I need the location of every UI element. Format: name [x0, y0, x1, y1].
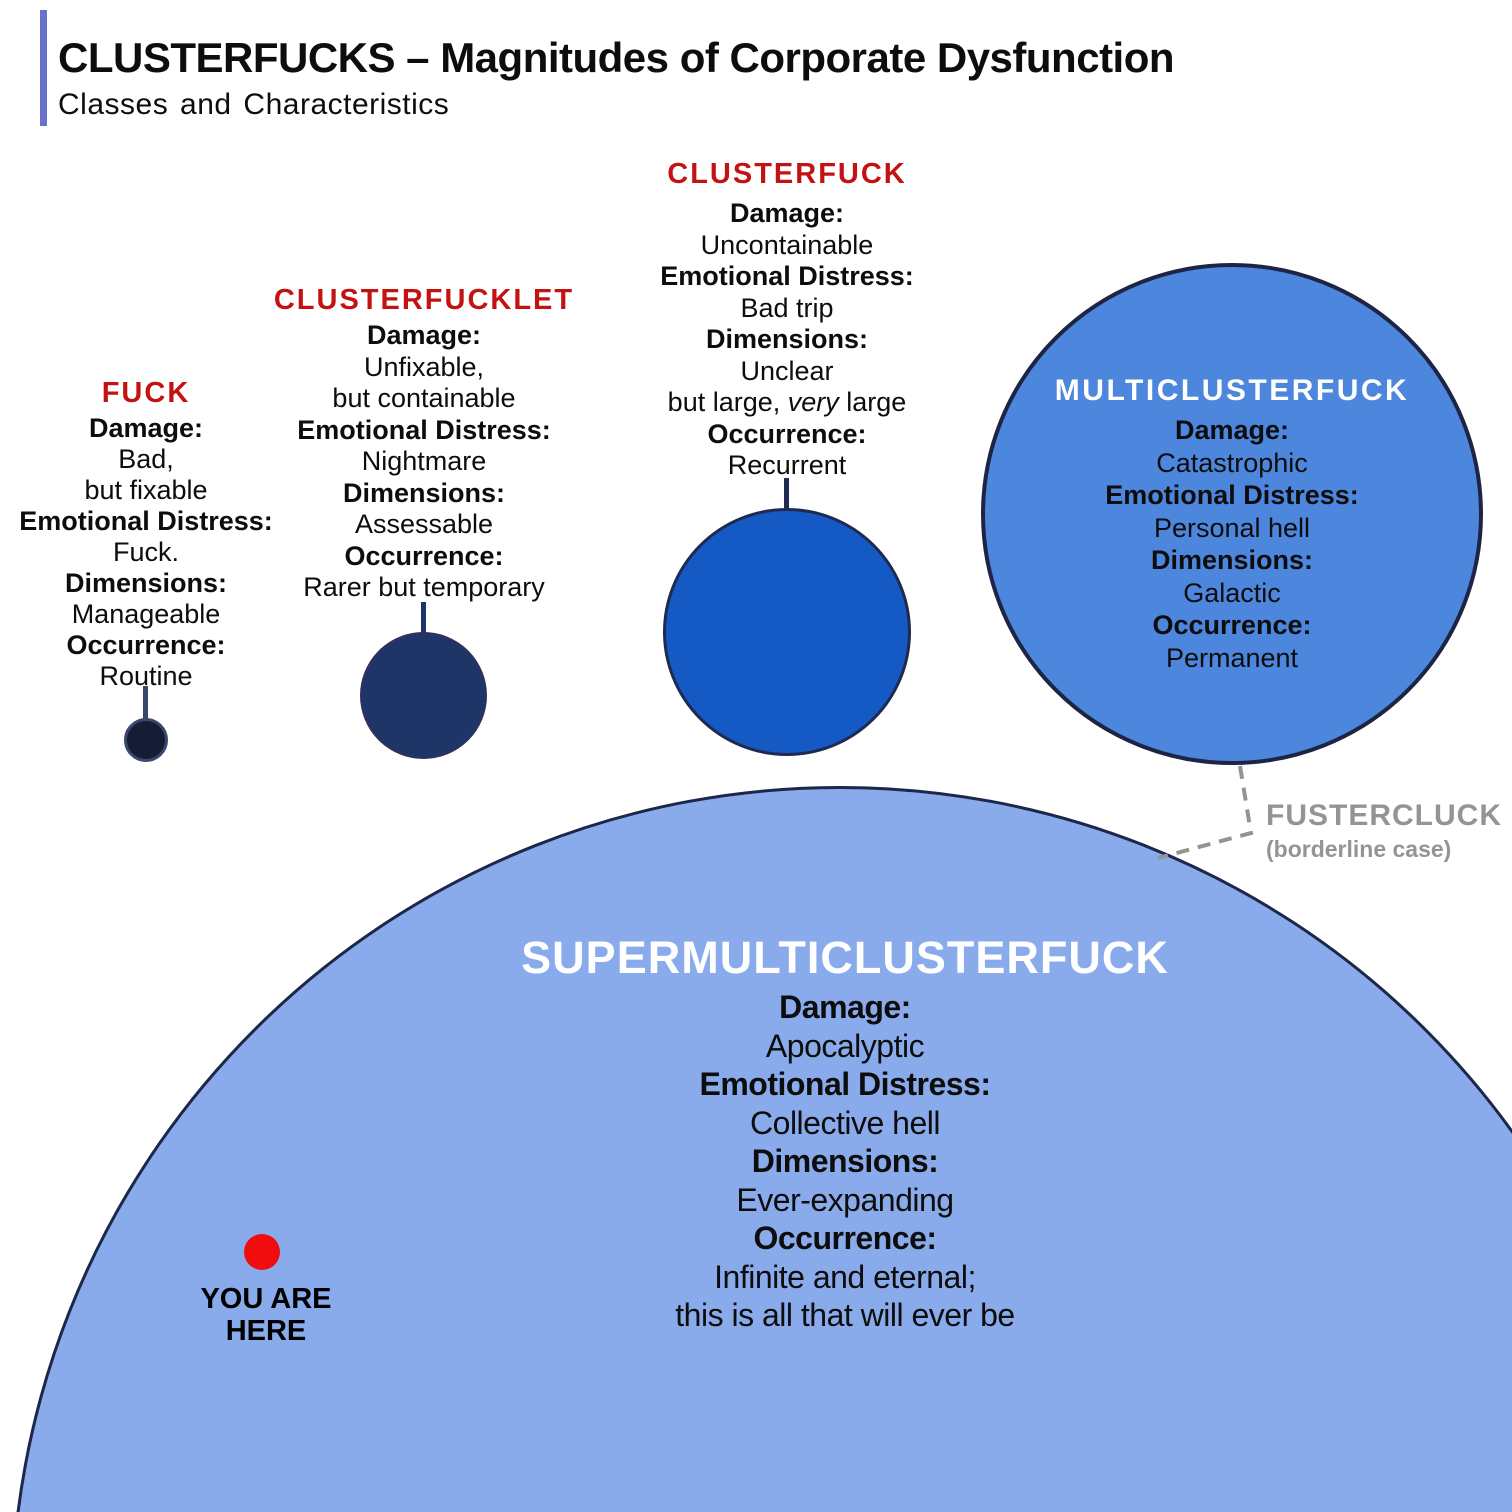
multiclusterfuck-dimensions-value: Galactic — [1183, 577, 1281, 608]
multiclusterfuck-label-block: MULTICLUSTERFUCK Damage: Catastrophic Em… — [1012, 372, 1452, 674]
clusterfucklet-occurrence-label: Occurrence: — [344, 540, 504, 571]
fuck-connector-line — [143, 686, 148, 720]
multiclusterfuck-dimensions-label: Dimensions: — [1150, 545, 1314, 575]
clusterfucklet-label-block: CLUSTERFUCKLET Damage: Unfixable, but co… — [254, 282, 594, 604]
clusterfucklet-connector-line — [421, 602, 426, 634]
clusterfucklet-circle — [360, 632, 487, 759]
fuck-dimensions-value: Manageable — [71, 599, 221, 629]
clusterfuck-distress-label: Emotional Distress: — [660, 261, 914, 291]
fuck-occurrence-label: Occurrence: — [66, 630, 226, 660]
you-are-here-line1: YOU ARE — [200, 1283, 332, 1315]
page-title: CLUSTERFUCKS – Magnitudes of Corporate D… — [58, 34, 1175, 81]
you-are-here-label: YOU ARE HERE — [166, 1283, 366, 1347]
fustercluck-note: (borderline case) — [1266, 836, 1452, 862]
supermulticlusterfuck-dimensions-label: Dimensions: — [751, 1143, 939, 1179]
fuck-circle — [124, 718, 168, 762]
dim-pre: but large, — [667, 387, 788, 417]
you-are-here-line2: HERE — [225, 1315, 307, 1347]
fuck-title: FUCK — [101, 377, 191, 409]
clusterfuck-title: CLUSTERFUCK — [667, 158, 907, 190]
multiclusterfuck-circle — [981, 263, 1483, 765]
supermulticlusterfuck-damage-value: Apocalyptic — [765, 1027, 925, 1064]
fuck-distress-value: Fuck. — [112, 537, 179, 567]
supermulticlusterfuck-occurrence-value2: this is all that will ever be — [675, 1297, 1015, 1333]
clusterfuck-damage-value: Uncontainable — [700, 229, 874, 260]
supermulticlusterfuck-distress-value: Collective hell — [750, 1104, 940, 1141]
clusterfuck-dimensions-label: Dimensions: — [705, 324, 869, 354]
multiclusterfuck-occurrence-value: Permanent — [1165, 642, 1299, 673]
supermulticlusterfuck-label-block: SUPERMULTICLUSTERFUCK Damage: Apocalypti… — [485, 930, 1205, 1335]
supermulticlusterfuck-title: SUPERMULTICLUSTERFUCK — [521, 932, 1169, 983]
page-subtitle: Classes and Characteristics — [58, 88, 450, 121]
fuck-dimensions-label: Dimensions: — [64, 568, 228, 598]
multiclusterfuck-distress-label: Emotional Distress: — [1105, 480, 1359, 510]
clusterfuck-damage-label: Damage: — [729, 198, 845, 228]
supermulticlusterfuck-occurrence-label: Occurrence: — [753, 1220, 937, 1256]
clusterfucklet-title: CLUSTERFUCKLET — [273, 284, 575, 316]
clusterfuck-occurrence-value: Recurrent — [727, 450, 847, 480]
clusterfucklet-distress-value: Nightmare — [361, 446, 487, 476]
fuck-label-block: FUCK Damage: Bad, but fixable Emotional … — [0, 376, 296, 692]
multiclusterfuck-damage-label: Damage: — [1174, 415, 1290, 445]
clusterfucklet-dimensions-value: Assessable — [354, 509, 494, 539]
supermulticlusterfuck-damage-label: Damage: — [779, 989, 911, 1025]
clusterfucklet-damage-label: Damage: — [366, 320, 482, 350]
clusterfucklet-damage-value: Unfixable, — [363, 351, 485, 382]
multiclusterfuck-distress-value: Personal hell — [1153, 512, 1311, 543]
title-accent-bar — [40, 10, 47, 126]
clusterfucklet-occurrence-value: Rarer but temporary — [303, 572, 545, 602]
clusterfucklet-damage-value2: but containable — [332, 383, 516, 413]
you-are-here-dot — [244, 1234, 280, 1270]
clusterfucklet-dimensions-label: Dimensions: — [342, 477, 506, 508]
supermulticlusterfuck-distress-label: Emotional Distress: — [699, 1066, 991, 1102]
fustercluck-title: FUSTERCLUCK — [1266, 799, 1502, 832]
fuck-damage-label: Damage: — [88, 413, 204, 443]
clusterfuck-occurrence-label: Occurrence: — [707, 418, 867, 449]
fuck-occurrence-value: Routine — [99, 661, 193, 691]
clusterfuck-connector-line — [784, 478, 789, 510]
fuck-distress-label: Emotional Distress: — [19, 506, 273, 536]
supermulticlusterfuck-dimensions-value: Ever-expanding — [736, 1181, 954, 1218]
clusterfuck-circle — [663, 508, 911, 756]
multiclusterfuck-occurrence-label: Occurrence: — [1152, 610, 1312, 640]
fuck-damage-value: Bad, — [118, 444, 174, 474]
multiclusterfuck-title: MULTICLUSTERFUCK — [1054, 374, 1410, 407]
clusterfuck-dimensions-value: Unclear — [740, 355, 834, 386]
supermulticlusterfuck-occurrence-value: Infinite and eternal; — [714, 1258, 976, 1295]
clusterfuck-dimensions-value2: but large, very large — [607, 387, 967, 419]
clusterfuck-distress-value: Bad trip — [740, 292, 834, 323]
multiclusterfuck-damage-value: Catastrophic — [1156, 447, 1308, 478]
dim-post: large — [838, 387, 907, 417]
clusterfucklet-distress-label: Emotional Distress: — [297, 414, 551, 445]
dim-emphasis: very — [787, 387, 839, 417]
clusterfuck-label-block: CLUSTERFUCK Damage: Uncontainable Emotio… — [607, 156, 967, 482]
fuck-damage-value2: but fixable — [84, 475, 208, 505]
